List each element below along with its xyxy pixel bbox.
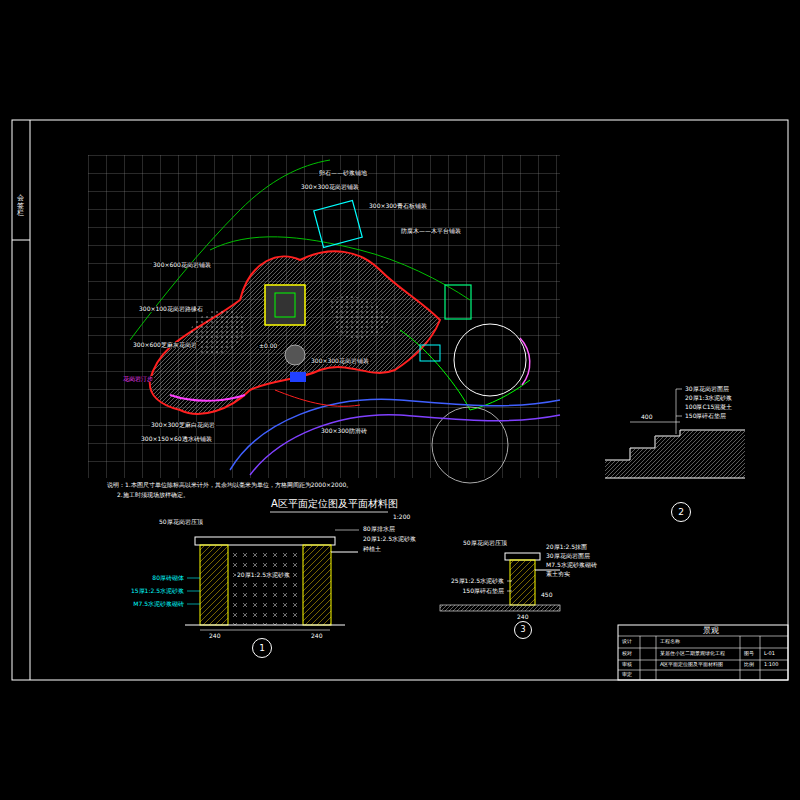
annotation-label: M7.5水泥砂浆砌砖 — [545, 562, 598, 568]
annotation-label: 450 — [540, 592, 553, 598]
annotation-label: L-01 — [763, 651, 776, 656]
annotation-label: 50厚花岗岩压顶 — [158, 519, 204, 525]
annotation-label: 400 — [640, 414, 653, 420]
annotation-label: 30厚花岗岩面层 — [545, 553, 591, 559]
annotation-label: 20厚1:3水泥砂浆 — [684, 395, 733, 401]
annotation-label: 审核 — [621, 662, 633, 667]
annotation-label: 比例 — [743, 662, 755, 667]
annotation-label: 100厚C15混凝土 — [684, 404, 733, 410]
annotation-label: 防腐木——木平台铺装 — [400, 228, 462, 234]
margin-label: 会签栏 — [16, 195, 25, 218]
annotation-label: 20厚1:2.5抹面 — [545, 544, 588, 550]
annotation-label: 图号 — [743, 651, 755, 656]
annotation-label: 景观 — [702, 627, 720, 635]
annotation-label: 240 — [310, 633, 323, 639]
annotation-label: 种植土 — [362, 546, 382, 552]
annotation-label: 300×600芝麻灰花岗岩 — [132, 342, 198, 348]
detail-marker: 1 — [252, 638, 272, 658]
annotation-label: 校对 — [621, 651, 633, 656]
annotation-label: 300×300青石板铺装 — [368, 203, 428, 209]
annotation-label: 审定 — [621, 672, 633, 677]
annotation-label: 300×300防滑砖 — [320, 428, 368, 434]
annotation-label: 300×300花岗岩铺装 — [300, 184, 360, 190]
annotation-label: 150厚碎石垫层 — [684, 413, 727, 419]
annotation-label: 80厚排水层 — [362, 526, 396, 532]
annotation-label: 300×600花岗岩铺装 — [152, 262, 212, 268]
annotation-label: 300×300芝麻白花岗岩 — [150, 422, 216, 428]
annotation-label: 说明：1.本图尺寸单位除标高以米计外，其余均以毫米为单位，方格网间距为2000×… — [106, 482, 353, 488]
annotation-label: 300×300花岗岩铺装 — [310, 358, 370, 364]
marker-number: 3 — [520, 626, 525, 634]
annotation-label: 300×150×60透水砖铺装 — [140, 436, 213, 442]
annotation-label: 某居住小区二期景观绿化工程 — [659, 651, 726, 656]
annotation-label: 工程名称 — [659, 639, 681, 644]
annotation-label: 卵石——砂浆铺地 — [318, 170, 368, 176]
annotation-label: A区平面定位图及平面材料图 — [659, 662, 724, 667]
annotation-label: 300×100花岗岩路缘石 — [138, 306, 204, 312]
drawing-title: A区平面定位图及平面材料图 — [270, 499, 399, 509]
annotation-label: 240 — [208, 633, 221, 639]
detail-marker: 3 — [514, 621, 532, 639]
annotation-label: 15厚1:2.5水泥砂浆 — [130, 588, 185, 594]
annotation-label: 80厚砖砌体 — [151, 575, 185, 581]
annotation-label: 50厚花岗岩压顶 — [462, 540, 508, 546]
annotation-label: 20厚1:2.5水泥砂浆 — [236, 572, 291, 578]
annotation-label: ±0.00 — [258, 343, 278, 349]
annotation-label: 30厚花岗岩面层 — [684, 386, 730, 392]
annotation-label: 1:200 — [392, 514, 411, 520]
annotation-label: 花岗岩汀步 — [122, 376, 154, 382]
annotation-label: 240 — [516, 614, 529, 620]
annotation-label: 设计 — [621, 639, 633, 644]
marker-number: 1 — [259, 644, 265, 653]
annotation-label: 20厚1:2.5水泥砂浆 — [362, 536, 417, 542]
annotation-label: 150厚碎石垫层 — [462, 588, 505, 594]
marker-number: 2 — [678, 508, 684, 517]
annotation-label: 2.施工时须现场放样确定。 — [116, 492, 190, 498]
annotation-label: 1:100 — [763, 662, 779, 667]
annotation-label: 素土夯实 — [545, 571, 571, 577]
annotation-label: 25厚1:2.5水泥砂浆 — [450, 578, 505, 584]
detail-marker: 2 — [671, 502, 691, 522]
annotation-label: M7.5水泥砂浆砌砖 — [132, 601, 185, 607]
